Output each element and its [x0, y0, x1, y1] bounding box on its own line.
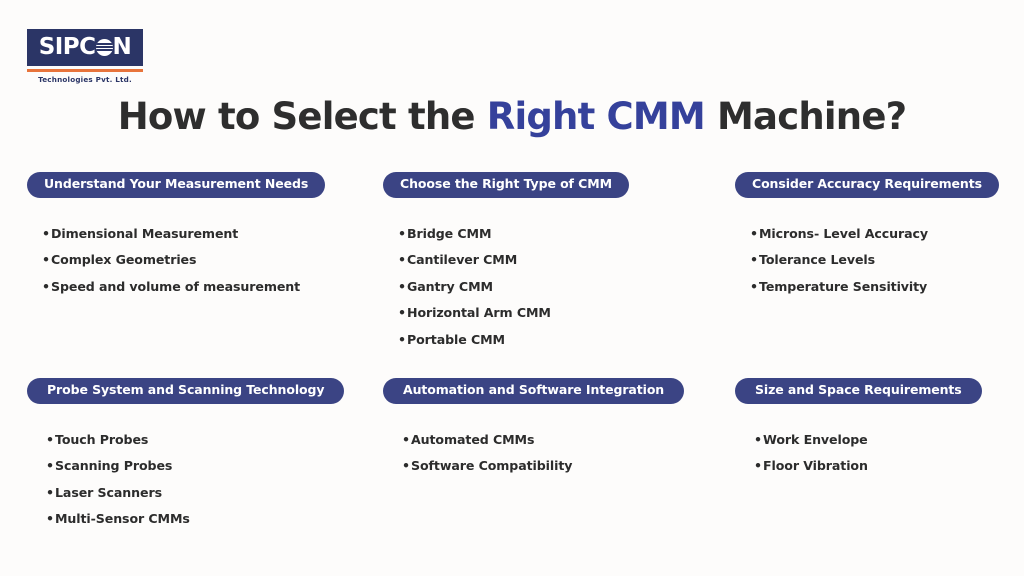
list-item-label: Tolerance Levels [759, 252, 876, 267]
brand-logo: SIPC N Technologies Pvt. Ltd. [27, 29, 143, 84]
bullet-icon: • [46, 458, 54, 473]
section-understand-your-measurement-needs: Understand Your Measurement Needs •Dimen… [27, 172, 383, 378]
list-item: •Complex Geometries [42, 252, 383, 267]
list-item-label: Temperature Sensitivity [759, 278, 928, 294]
bullet-icon: • [398, 305, 406, 320]
section-bullet-list: •Dimensional Measurement •Complex Geomet… [42, 226, 383, 294]
list-item: •Speed and volume of measurement [42, 279, 383, 294]
logo-wordmark-part2: N [112, 34, 132, 60]
globe-icon-equator [95, 46, 113, 48]
logo-wordmark: SIPC N [39, 36, 132, 59]
list-item: •Multi-Sensor CMMs [46, 511, 383, 526]
list-item: •Dimensional Measurement [42, 226, 383, 241]
section-automation-and-software-integration: Automation and Software Integration •Aut… [383, 378, 735, 538]
section-bullet-list: •Touch Probes •Scanning Probes •Laser Sc… [46, 432, 383, 527]
list-item: •Gantry CMM [398, 279, 735, 294]
list-item-label: Microns- Level Accuracy [759, 225, 928, 241]
section-bullet-list: •Automated CMMs •Software Compatibility [402, 432, 735, 474]
section-consider-accuracy-requirements: Consider Accuracy Requirements •Microns-… [735, 172, 999, 378]
list-item: •Microns- Level Accuracy [750, 226, 997, 241]
list-item: •Touch Probes [46, 432, 383, 447]
list-item-label: Touch Probes [55, 431, 149, 447]
page-title-lead: How to Select the [117, 94, 487, 138]
list-item-label: Complex Geometries [51, 252, 197, 267]
bullet-icon: • [42, 252, 50, 267]
list-item-label: Dimensional Measurement [51, 225, 239, 241]
section-heading: Consider Accuracy Requirements [735, 172, 999, 198]
list-item: •Laser Scanners [46, 485, 383, 500]
list-item-label: Portable CMM [407, 331, 505, 347]
bullet-icon: • [46, 511, 54, 526]
logo-wordmark-part1: SIPC [38, 34, 96, 60]
bullet-icon: • [42, 225, 50, 241]
section-bullet-list: •Work Envelope •Floor Vibration [754, 432, 997, 474]
list-item: •Scanning Probes [46, 458, 383, 473]
list-item: •Horizontal Arm CMM [398, 305, 735, 320]
bullet-icon: • [42, 278, 50, 294]
bullet-icon: • [402, 458, 410, 473]
bullet-icon: • [754, 458, 762, 473]
bullet-icon: • [398, 252, 406, 267]
bullet-icon: • [398, 331, 406, 347]
section-heading: Automation and Software Integration [383, 378, 685, 404]
bullet-icon: • [750, 225, 758, 241]
bullet-icon: • [398, 225, 406, 241]
bullet-icon: • [398, 278, 406, 294]
section-bullet-list: •Microns- Level Accuracy •Tolerance Leve… [750, 226, 997, 294]
list-item: •Floor Vibration [754, 458, 997, 473]
list-item: •Cantilever CMM [398, 252, 735, 267]
list-item: •Software Compatibility [402, 458, 735, 473]
page-title-accent: Right CMM [486, 94, 706, 138]
logo-badge: SIPC N [27, 29, 143, 66]
bullet-icon: • [750, 278, 758, 294]
sections-grid: Understand Your Measurement Needs •Dimen… [27, 172, 999, 538]
list-item-label: Laser Scanners [55, 484, 162, 500]
bullet-icon: • [750, 252, 758, 267]
section-size-and-space-requirements: Size and Space Requirements •Work Envelo… [735, 378, 997, 538]
list-item-label: Bridge CMM [407, 225, 492, 241]
page-title: How to Select the Right CMM Machine? [0, 95, 1024, 138]
list-item: •Automated CMMs [402, 432, 735, 447]
list-item: •Portable CMM [398, 332, 735, 347]
list-item-label: Automated CMMs [411, 431, 535, 447]
list-item: •Tolerance Levels [750, 252, 997, 267]
section-heading: Size and Space Requirements [735, 378, 982, 404]
list-item-label: Software Compatibility [411, 458, 573, 473]
list-item-label: Speed and volume of measurement [51, 278, 301, 294]
list-item-label: Cantilever CMM [407, 252, 518, 267]
section-heading: Understand Your Measurement Needs [27, 172, 326, 198]
logo-tagline: Technologies Pvt. Ltd. [38, 75, 132, 84]
logo-divider [27, 69, 143, 72]
list-item: •Work Envelope [754, 432, 997, 447]
section-heading: Choose the Right Type of CMM [383, 172, 629, 198]
section-bullet-list: •Bridge CMM •Cantilever CMM •Gantry CMM … [398, 226, 735, 347]
bullet-icon: • [46, 484, 54, 500]
list-item: •Temperature Sensitivity [750, 279, 997, 294]
list-item-label: Floor Vibration [763, 458, 868, 473]
page-title-tail: Machine? [704, 94, 907, 138]
list-item-label: Scanning Probes [55, 458, 173, 473]
bullet-icon: • [402, 431, 410, 447]
section-heading: Probe System and Scanning Technology [27, 378, 345, 404]
globe-icon [95, 39, 113, 56]
section-choose-the-right-type-of-cmm: Choose the Right Type of CMM •Bridge CMM… [383, 172, 735, 378]
list-item: •Bridge CMM [398, 226, 735, 241]
list-item-label: Multi-Sensor CMMs [55, 511, 190, 526]
bullet-icon: • [46, 431, 54, 447]
section-probe-system-and-scanning-technology: Probe System and Scanning Technology •To… [27, 378, 383, 538]
bullet-icon: • [754, 431, 762, 447]
list-item-label: Gantry CMM [407, 278, 493, 294]
list-item-label: Horizontal Arm CMM [407, 305, 551, 320]
list-item-label: Work Envelope [763, 431, 868, 447]
